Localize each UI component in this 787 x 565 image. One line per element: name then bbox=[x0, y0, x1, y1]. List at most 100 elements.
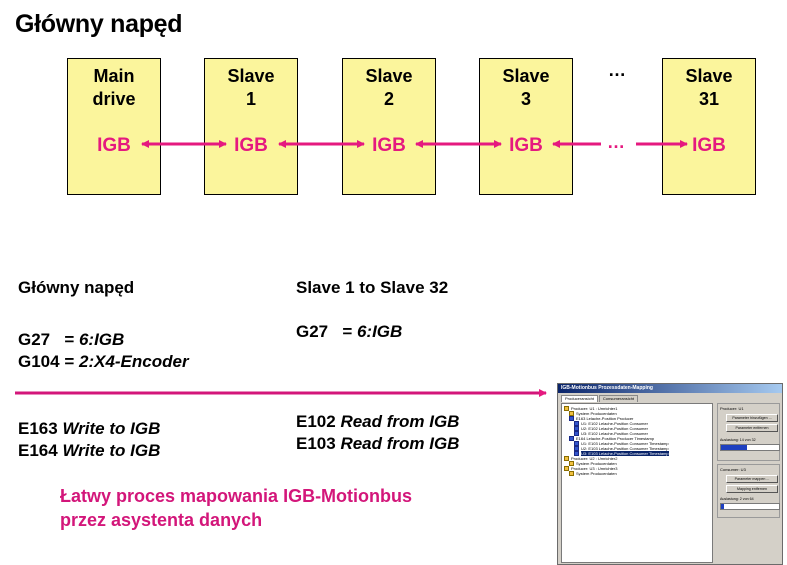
tab-consumer-view[interactable]: Consumeransicht bbox=[598, 395, 639, 402]
left-heading: Główny napęd bbox=[18, 278, 135, 297]
tree-item-label: E163 Lelache-Position Producer bbox=[576, 416, 634, 421]
parameter-icon bbox=[574, 426, 579, 432]
node-name: Slave 31 bbox=[685, 66, 733, 109]
param-value: 6:IGB bbox=[78, 330, 125, 349]
tree-item[interactable]: System Producerdaten bbox=[564, 471, 710, 477]
remove-mapping-button[interactable]: Mapping entfernen bbox=[726, 485, 778, 493]
tree-item-label: System Producerdaten bbox=[576, 461, 617, 466]
node-port: IGB bbox=[372, 135, 406, 156]
node-name: Main drive bbox=[92, 66, 136, 109]
tree-item[interactable]: System Producerdaten bbox=[564, 411, 710, 417]
param-value: Read from IGB bbox=[340, 434, 460, 453]
map-parameter-button[interactable]: Parameter mappen ... bbox=[726, 475, 778, 483]
param-code: G27 bbox=[296, 322, 329, 341]
tree-item-label: U3: E102 Lelache-Position Consumer bbox=[581, 431, 648, 436]
tree-item[interactable]: U2: E103 Lelache-Position Consumer Times… bbox=[564, 446, 710, 452]
consumer-group: Consumer: U3 Parameter mappen ... Mappin… bbox=[717, 464, 780, 518]
parameter-icon bbox=[574, 451, 579, 457]
tree-item-label: System Producerdaten bbox=[576, 471, 617, 476]
node-port: IGB bbox=[234, 135, 268, 156]
param-code: G104 bbox=[18, 352, 60, 371]
right-line-e103: E103 Read from IGB bbox=[296, 434, 459, 454]
mapping-window: IGB-Motionbus Prozessdaten-Mapping Produ… bbox=[557, 383, 783, 565]
producer-group: Producer: U1 Parameter hinzufügen ... Pa… bbox=[717, 403, 780, 461]
node-name: Slave 2 bbox=[365, 66, 413, 109]
tree-item-label: E164 Lelache-Position Producer Timestamp bbox=[576, 436, 655, 441]
folder-icon bbox=[564, 406, 569, 412]
param-code: E163 bbox=[18, 419, 58, 438]
param-eq: = bbox=[342, 322, 357, 341]
slave-31-box: Slave 31 IGB bbox=[662, 58, 756, 195]
parameter-icon bbox=[569, 416, 574, 422]
param-code: G27 bbox=[18, 330, 51, 349]
tree-item[interactable]: U3: E102 Lelache-Position Consumer bbox=[564, 431, 710, 437]
right-heading: Slave 1 to Slave 32 bbox=[296, 278, 449, 297]
folder-icon bbox=[569, 461, 574, 467]
tree-item-label: U2: E102 Lelache-Position Consumer bbox=[581, 426, 648, 431]
producer-usage-bar bbox=[720, 444, 780, 451]
right-line-e102: E102 Read from IGB bbox=[296, 412, 459, 432]
slave-1-box: Slave 1 IGB bbox=[204, 58, 298, 195]
tree-item[interactable]: System Producerdaten bbox=[564, 461, 710, 467]
param-code: E102 bbox=[296, 412, 336, 431]
tree-item[interactable]: Producer: U1 : Umrichter1 bbox=[564, 406, 710, 412]
mapping-note: Łatwy proces mapowania IGB-Motionbus prz… bbox=[60, 484, 412, 532]
producer-group-label: Producer: U1 bbox=[720, 406, 744, 411]
parameter-icon bbox=[574, 441, 579, 447]
mapping-note-line2: przez asystenta danych bbox=[60, 510, 263, 530]
remove-parameter-button[interactable]: Parameter entfernen bbox=[726, 424, 778, 432]
window-title: IGB-Motionbus Prozessdaten-Mapping bbox=[558, 384, 782, 393]
tree-item-label: Producer: U3 : Umrichter3 bbox=[571, 466, 618, 471]
ellipsis-mid: … bbox=[607, 132, 625, 152]
folder-icon bbox=[564, 456, 569, 462]
ellipsis-top: … bbox=[608, 60, 626, 80]
tree-item[interactable]: E164 Lelache-Position Producer Timestamp bbox=[564, 436, 710, 442]
tree-item[interactable]: U3: E103 Lelache-Position Consumer Times… bbox=[564, 451, 710, 457]
param-value: Write to IGB bbox=[62, 441, 161, 460]
consumer-group-label: Consumer: U3 bbox=[720, 467, 746, 472]
tree-item-label: U1: E102 Lelache-Position Consumer bbox=[581, 421, 648, 426]
folder-icon bbox=[569, 411, 574, 417]
parameter-icon bbox=[574, 421, 579, 427]
node-port: IGB bbox=[97, 135, 131, 156]
node-port: IGB bbox=[692, 135, 726, 156]
slave-3-box: Slave 3 IGB bbox=[479, 58, 573, 195]
consumer-usage-fill bbox=[721, 504, 724, 509]
tree-item[interactable]: U1: E102 Lelache-Position Consumer bbox=[564, 421, 710, 427]
tree-item[interactable]: U2: E102 Lelache-Position Consumer bbox=[564, 426, 710, 432]
tree-item[interactable]: U1: E103 Lelache-Position Consumer Times… bbox=[564, 441, 710, 447]
tree-item-label: U2: E103 Lelache-Position Consumer Times… bbox=[581, 446, 669, 451]
producer-usage-label: Auslastung: 14 von 32 bbox=[720, 438, 756, 442]
slave-2-box: Slave 2 IGB bbox=[342, 58, 436, 195]
tree-item[interactable]: Producer: U2 : Umrichter2 bbox=[564, 456, 710, 462]
left-line-e164: E164 Write to IGB bbox=[18, 441, 160, 461]
parameter-icon bbox=[569, 436, 574, 442]
tree-item[interactable]: Producer: U3 : Umrichter3 bbox=[564, 466, 710, 472]
folder-icon bbox=[569, 471, 574, 477]
left-line-e163: E163 Write to IGB bbox=[18, 419, 160, 439]
param-value: Write to IGB bbox=[62, 419, 161, 438]
tree-item-label: System Producerdaten bbox=[576, 411, 617, 416]
mapping-note-line1: Łatwy proces mapowania IGB-Motionbus bbox=[60, 486, 413, 506]
param-value: Read from IGB bbox=[340, 412, 460, 431]
left-line-g27: G27 = 6:IGB bbox=[18, 330, 124, 350]
main-drive-box: Main drive IGB bbox=[67, 58, 161, 195]
parameter-icon bbox=[574, 431, 579, 437]
tree-item-label: U1: E103 Lelache-Position Consumer Times… bbox=[581, 441, 669, 446]
tree-item[interactable]: E163 Lelache-Position Producer bbox=[564, 416, 710, 422]
node-port: IGB bbox=[509, 135, 543, 156]
tree-item-label: Producer: U1 : Umrichter1 bbox=[571, 406, 618, 411]
param-eq: = bbox=[64, 330, 79, 349]
left-line-g104: G104 = 2:X4-Encoder bbox=[18, 352, 189, 372]
add-parameter-button[interactable]: Parameter hinzufügen ... bbox=[726, 414, 778, 422]
param-code: E164 bbox=[18, 441, 58, 460]
folder-icon bbox=[564, 466, 569, 472]
param-eq: = bbox=[64, 352, 79, 371]
producer-usage-fill bbox=[721, 445, 747, 450]
param-value: 6:IGB bbox=[356, 322, 403, 341]
tab-producer-view[interactable]: Produceransicht bbox=[561, 395, 598, 402]
tree-item-label: Producer: U2 : Umrichter2 bbox=[571, 456, 618, 461]
